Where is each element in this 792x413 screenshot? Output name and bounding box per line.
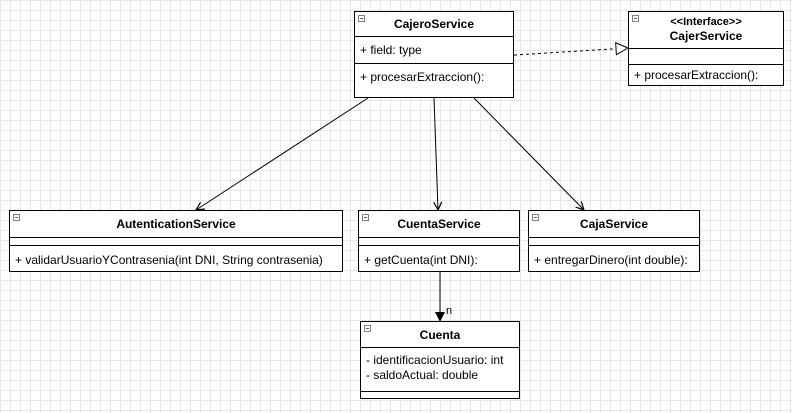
class-name: AutenticationService	[116, 217, 236, 231]
methods-section: + procesarExtraccion():	[355, 64, 513, 97]
methods-section: + validarUsuarioYContrasenia(int DNI, St…	[10, 246, 342, 271]
attributes-section: + field: type	[355, 37, 513, 64]
method: + entregarDinero(int double):	[534, 253, 688, 267]
class-header: CuentaService	[359, 211, 519, 238]
class-name: CuentaService	[397, 217, 481, 231]
class-autentication-service[interactable]: AutenticationService + validarUsuarioYCo…	[9, 210, 343, 272]
class-cajero-service[interactable]: CajeroService + field: type + procesarEx…	[354, 11, 514, 98]
class-header: CajaService	[529, 211, 699, 238]
attribute: - identificacionUsuario: int	[366, 353, 504, 367]
methods-section: + getCuenta(int DNI):	[359, 246, 519, 271]
class-caja-service[interactable]: CajaService + entregarDinero(int double)…	[528, 210, 700, 272]
multiplicity-label: n	[446, 305, 453, 317]
attribute: - saldoActual: double	[366, 368, 479, 382]
class-name: CajaService	[579, 217, 649, 231]
class-name: CajeroService	[393, 17, 475, 31]
method: + validarUsuarioYContrasenia(int DNI, St…	[15, 253, 323, 267]
collapse-toggle-icon[interactable]	[362, 214, 369, 221]
association-edge-cajero-to-caja-service[interactable]	[473, 97, 584, 210]
attribute: + field: type	[360, 43, 422, 57]
class-cuenta-service[interactable]: CuentaService + getCuenta(int DNI):	[358, 210, 520, 272]
class-header: CajeroService	[355, 12, 513, 37]
attributes-section	[529, 238, 699, 246]
stereotype-label: <<Interface>>	[670, 16, 742, 28]
association-edge-cajero-to-autentication[interactable]	[196, 97, 369, 210]
collapse-toggle-icon[interactable]	[364, 325, 371, 332]
attributes-section	[359, 238, 519, 246]
attributes-section: - identificacionUsuario: int - saldoActu…	[361, 348, 519, 392]
collapse-toggle-icon[interactable]	[13, 214, 20, 221]
collapse-toggle-icon[interactable]	[358, 15, 365, 22]
interface-header: <<Interface>> CajerService	[629, 12, 783, 49]
collapse-toggle-icon[interactable]	[532, 214, 539, 221]
method: + procesarExtraccion():	[360, 70, 485, 84]
method: + procesarExtraccion():	[634, 68, 759, 82]
method: + getCuenta(int DNI):	[364, 253, 478, 267]
collapse-toggle-icon[interactable]	[632, 15, 639, 22]
methods-section: + entregarDinero(int double):	[529, 246, 699, 271]
attributes-section	[629, 49, 783, 65]
class-header: AutenticationService	[10, 211, 342, 238]
class-name: Cuenta	[419, 328, 461, 342]
class-cuenta[interactable]: Cuenta - identificacionUsuario: int - sa…	[360, 321, 520, 399]
realization-edge-cajero-to-interface[interactable]	[513, 48, 628, 55]
class-header: Cuenta	[361, 322, 519, 348]
attributes-section	[10, 238, 342, 246]
methods-section: + procesarExtraccion():	[629, 65, 783, 85]
methods-section	[361, 392, 519, 398]
interface-name: CajerService	[669, 29, 743, 43]
interface-cajer-service[interactable]: <<Interface>> CajerService + procesarExt…	[628, 11, 784, 86]
association-edge-cajero-to-cuenta-service[interactable]	[434, 97, 438, 210]
